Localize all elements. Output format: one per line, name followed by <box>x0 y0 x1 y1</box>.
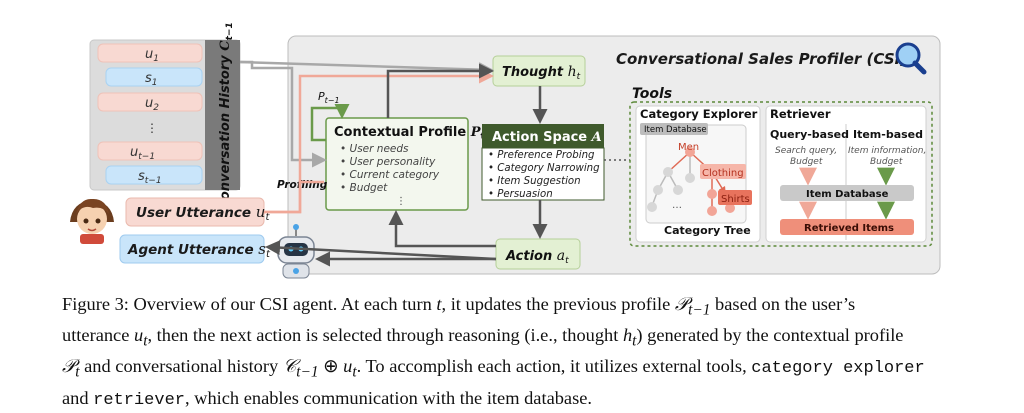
history-label: Conversation History Ct−1 <box>218 22 235 209</box>
svg-text:Contextual Profile Pt: Contextual Profile Pt <box>334 125 485 142</box>
query-based-title: Query-based <box>770 128 849 141</box>
caption-line-3: 𝒫t and conversational history 𝒞t−1 ⊕ ut.… <box>62 356 925 382</box>
contextual-profile-box: Contextual Profile Pt • User needs • Use… <box>325 117 485 211</box>
svg-text:ut−1: ut−1 <box>130 145 155 162</box>
tree-ellipsis: … <box>672 200 682 211</box>
csi-title: Conversational Sales Profiler (CSI) <box>616 50 907 68</box>
caption-line-1: Figure 3: Overview of our CSI agent. At … <box>62 294 856 319</box>
retrieved-items <box>780 219 914 235</box>
svg-text:Thought ht: Thought ht <box>502 64 581 82</box>
node-men: Men <box>678 142 699 153</box>
node-shirts: Shirts <box>721 194 750 205</box>
caption-line-2: utterance ut, then the next action is se… <box>62 325 904 350</box>
svg-text:Agent Utterance st: Agent Utterance st <box>127 240 271 260</box>
action-item: • Persuasion <box>488 189 553 200</box>
profile-item: • Budget <box>340 182 388 194</box>
action-item: • Preference Probing <box>488 150 595 161</box>
svg-text:u1: u1 <box>145 47 159 64</box>
retriever: Retriever Query-based Search query, Budg… <box>765 105 927 243</box>
svg-text:User Utterance ut: User Utterance ut <box>136 203 270 223</box>
history-label-bar <box>205 40 240 190</box>
svg-text:Retrieved Items: Retrieved Items <box>804 223 894 234</box>
profile-more: ⋮ <box>396 196 406 207</box>
tools-title: Tools <box>632 86 672 102</box>
action-item: • Item Suggestion <box>488 176 581 187</box>
user-utterance-box: User Utterance ut <box>125 197 270 227</box>
profile-item: • Current category <box>340 169 440 181</box>
caption-line-4: and retriever, which enables communicati… <box>62 387 593 410</box>
history-bubble-u2: u2 <box>97 92 203 113</box>
arrow-profile-to-thought <box>386 63 494 118</box>
retriever-db <box>780 185 914 201</box>
thought-box: Thought ht <box>492 55 586 87</box>
svg-text:Action at: Action at <box>505 248 569 266</box>
history-dots: ⋮ <box>146 121 158 135</box>
prev-profile-label: Pt−1 <box>318 90 340 105</box>
agent-utterance-box: Agent Utterance st <box>119 234 271 264</box>
arrow-action-to-agent <box>265 240 497 261</box>
category-explorer: Category Explorer Item Database <box>635 105 761 243</box>
svg-text:Retriever: Retriever <box>770 107 831 121</box>
prev-profile-loop <box>310 104 350 142</box>
user-avatar <box>70 198 114 244</box>
item-based-title: Item-based <box>853 128 923 141</box>
action-space-box: Action Space A • Preference Probing • Ca… <box>481 124 605 201</box>
arrow-action-to-profile <box>388 210 496 248</box>
svg-text:Search query,: Search query, <box>775 146 837 156</box>
svg-text:st−1: st−1 <box>138 169 162 186</box>
node-clothing: Clothing <box>702 168 744 179</box>
svg-text:Budget: Budget <box>870 157 903 167</box>
profile-item: • User personality <box>340 156 436 168</box>
arrow-user-to-profile <box>264 180 324 214</box>
tools-panel <box>629 101 933 247</box>
arrow-history-to-thought <box>239 60 494 78</box>
svg-text:Item Database: Item Database <box>644 125 707 135</box>
history-bubble-s1: s1 <box>105 67 203 88</box>
overview-figure: Conversational Sales Profiler (CSI) Conv… <box>70 22 941 279</box>
action-item: • Category Narrowing <box>488 163 600 174</box>
svg-text:Action Space A: Action Space A <box>492 130 602 145</box>
magnifier-icon <box>895 42 927 75</box>
svg-text:s1: s1 <box>145 71 158 88</box>
history-bubble-st-1: st−1 <box>105 165 203 186</box>
svg-text:Budget: Budget <box>790 157 823 167</box>
svg-text:Item Database: Item Database <box>806 189 889 200</box>
action-box: Action at <box>495 238 581 270</box>
category-tree-caption: Category Tree <box>664 224 751 237</box>
figure-caption: Figure 3: Overview of our CSI agent. At … <box>62 292 997 413</box>
svg-text:Item information,: Item information, <box>848 146 926 156</box>
arrow-history-to-profile <box>240 60 327 168</box>
history-bubble-u1: u1 <box>97 43 203 64</box>
svg-text:u2: u2 <box>145 96 159 113</box>
profile-item: • User needs <box>340 143 409 155</box>
svg-text:Category Explorer: Category Explorer <box>640 107 758 121</box>
history-bubble-ut-1: ut−1 <box>97 141 203 162</box>
